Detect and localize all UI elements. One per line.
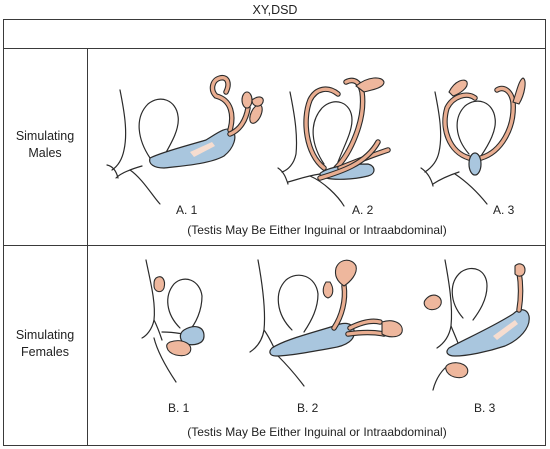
male-anatomy-a1-diagram [106, 74, 264, 205]
row-label-males: Simulating Males [3, 128, 87, 162]
figure-title: XY,DSD [252, 3, 298, 17]
figure-table [3, 19, 546, 446]
female-anatomy-b2-diagram [249, 259, 403, 387]
female-anatomy-b3-diagram [423, 259, 530, 391]
row-label-line: Males [28, 146, 62, 160]
male-anatomy-a3-diagram [420, 77, 526, 205]
panel-caption-b1: B. 1 [168, 401, 190, 415]
panel-caption-b3: B. 3 [474, 401, 496, 415]
row-label-line: Females [21, 345, 69, 359]
header-divider [3, 48, 546, 49]
row-label-females: Simulating Females [3, 327, 87, 361]
panel-caption-a2: A. 2 [352, 203, 374, 217]
row-label-line: Simulating [15, 328, 75, 342]
label-column-divider [87, 48, 88, 446]
female-anatomy-b1-diagram [141, 259, 205, 383]
panel-note-males: (Testis May Be Either Inguinal or Intraa… [187, 223, 447, 237]
panel-note-females: (Testis May Be Either Inguinal or Intraa… [187, 425, 447, 439]
panel-caption-b2: B. 2 [297, 401, 319, 415]
row-label-line: Simulating [15, 129, 75, 143]
panel-caption-a3: A. 3 [493, 203, 515, 217]
panel-caption-a1: A. 1 [176, 203, 198, 217]
male-anatomy-a2-diagram [277, 77, 391, 207]
row-divider [3, 245, 546, 246]
